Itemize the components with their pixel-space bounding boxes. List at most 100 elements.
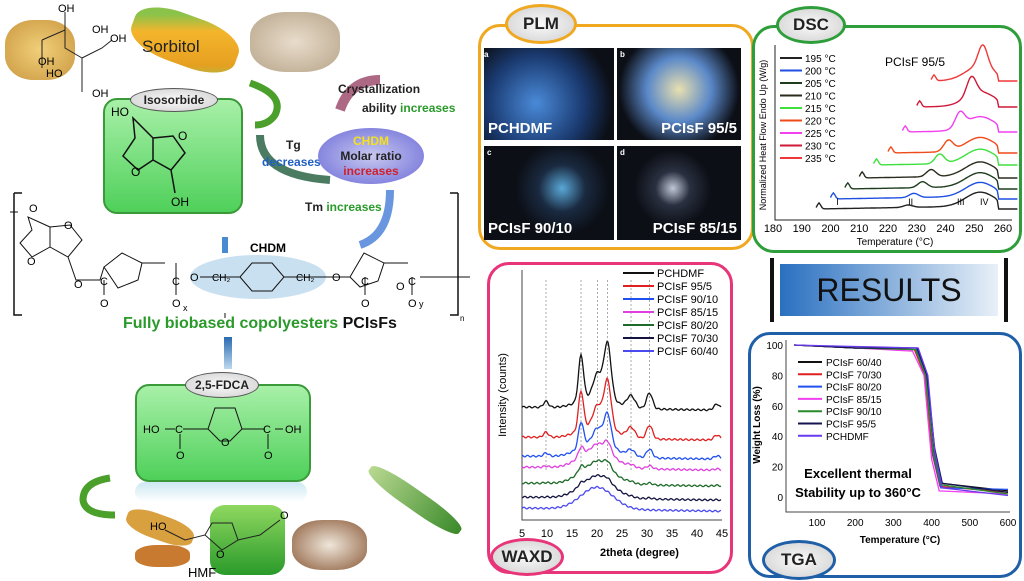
svg-text:C: C — [361, 276, 369, 288]
tga-x-tick: 100 — [809, 518, 826, 529]
svg-text:O: O — [280, 510, 289, 522]
waxd-legend-label: PCIsF 85/15 — [657, 307, 718, 319]
svg-text:O: O — [190, 272, 199, 284]
fdca-structure: HO C O O C OH O — [143, 407, 302, 462]
tga-y-tick: 60 — [772, 402, 784, 413]
svg-text:O: O — [172, 298, 181, 310]
dsc-y-label: Normalized Heat Flow Endo Up (W/g) — [758, 60, 768, 211]
svg-text:C: C — [263, 424, 271, 436]
svg-text:OH: OH — [92, 24, 109, 36]
dsc-x-tick: 250 — [965, 223, 983, 235]
tga-annotation-line1: Excellent thermal — [804, 466, 912, 481]
tga-x-tick: 400 — [923, 518, 940, 529]
svg-text:HO: HO — [143, 424, 160, 436]
plm-label: PLM — [505, 4, 577, 44]
dsc-peak-label: III — [957, 197, 965, 207]
waxd-legend-label: PCIsF 70/30 — [657, 333, 718, 345]
hmf-structure: HO O O HMF — [150, 510, 289, 580]
svg-text:O: O — [74, 279, 83, 291]
tga-legend-label: PCIsF 80/20 — [826, 383, 882, 394]
fdca-box — [135, 384, 311, 482]
dsc-legend-label: 225 °C — [805, 129, 836, 140]
dsc-panel — [752, 25, 1022, 253]
waxd-curve — [521, 340, 722, 412]
svg-text:C: C — [175, 424, 183, 436]
svg-text:C: C — [408, 276, 416, 288]
dsc-x-tick: 210 — [850, 223, 868, 235]
dsc-legend-label: 205 °C — [805, 79, 836, 90]
waxd-x-tick: 45 — [716, 528, 728, 540]
tga-y-tick: 40 — [772, 432, 784, 443]
svg-text:O: O — [408, 298, 417, 310]
waxd-x-tick: 30 — [641, 528, 653, 540]
svg-text:O: O — [216, 549, 225, 561]
dsc-legend-label: 220 °C — [805, 117, 836, 128]
svg-text:CH₂: CH₂ — [296, 273, 314, 284]
dsc-curve — [829, 181, 1018, 200]
dsc-legend-label: 210 °C — [805, 92, 836, 103]
svg-text:OH: OH — [110, 33, 127, 45]
tga-y-label: Weight Loss (%) — [752, 386, 763, 464]
tga-y-tick: 100 — [766, 341, 783, 352]
copolyester-title: Fully biobased copolyesters PCIsFs — [123, 315, 397, 332]
crystallization-text: Crystallization — [338, 82, 421, 96]
isosorbide-label: Isosorbide — [130, 88, 218, 112]
tga-curve — [794, 344, 1009, 494]
waxd-x-tick: 40 — [691, 528, 703, 540]
tga-x-tick: 200 — [847, 518, 864, 529]
dsc-x-tick: 200 — [821, 223, 839, 235]
svg-text:HO: HO — [111, 105, 129, 119]
svg-text:O: O — [131, 165, 140, 179]
dsc-axes — [774, 45, 1012, 221]
svg-text:O: O — [396, 281, 405, 293]
tga-legend-label: PCIsF 85/15 — [826, 395, 882, 406]
waxd-curve — [521, 376, 722, 442]
results-label: RESULTS — [780, 264, 998, 316]
svg-text:HO: HO — [150, 521, 167, 533]
up-arrow-icon — [224, 337, 232, 369]
tga-y-tick: 80 — [772, 371, 784, 382]
dsc-x-tick: 260 — [994, 223, 1012, 235]
tga-label: TGA — [762, 540, 836, 580]
fdca-reflection — [135, 482, 307, 502]
waxd-curve — [521, 410, 722, 461]
tga-panel — [748, 332, 1022, 578]
tga-legend-label: PCIsF 70/30 — [826, 370, 882, 381]
svg-text:O: O — [178, 129, 187, 143]
dsc-x-tick: 180 — [764, 223, 782, 235]
sorbitol-structure: OH OH OH OH HO OH — [38, 3, 127, 100]
green-curved-arrow-icon — [79, 474, 116, 519]
dsc-curve — [916, 75, 1018, 108]
svg-text:CH₂: CH₂ — [212, 273, 230, 284]
dsc-x-tick: 220 — [879, 223, 897, 235]
chdm-molar-ratio-oval: CHDM Molar ratio increases — [318, 128, 424, 184]
dsc-label: DSC — [776, 6, 846, 44]
tga-legend-label: PCHDMF — [826, 432, 869, 443]
sorbitol-label: Sorbitol — [142, 37, 200, 56]
tga-y-tick: 20 — [772, 463, 784, 474]
tga-curve — [794, 344, 1009, 497]
results-banner: RESULTS — [770, 258, 1008, 322]
svg-text:O: O — [29, 203, 38, 215]
tm-text: Tm increases — [305, 200, 382, 214]
dsc-legend-label: 195 °C — [805, 54, 836, 65]
svg-text:O: O — [176, 450, 185, 462]
waxd-panel — [487, 262, 733, 574]
grain-pile-image — [135, 545, 190, 567]
tga-x-label: Temperature (°C) — [860, 535, 941, 546]
dsc-x-tick: 230 — [908, 223, 926, 235]
waxd-x-tick: 20 — [591, 528, 603, 540]
waxd-legend-label: PCHDMF — [657, 268, 704, 280]
waxd-curve — [521, 485, 722, 513]
dsc-legend-label: 230 °C — [805, 142, 836, 153]
waxd-x-tick: 15 — [566, 528, 578, 540]
dsc-x-label: Temperature (°C) — [857, 237, 934, 248]
isosorbide-structure: HO O O OH — [111, 105, 189, 209]
tga-x-tick: 500 — [961, 518, 978, 529]
tga-legend-label: PCIsF 95/5 — [826, 420, 876, 431]
svg-text:OH: OH — [171, 195, 189, 209]
waxd-curve — [521, 439, 722, 472]
waxd-axes — [521, 270, 722, 521]
